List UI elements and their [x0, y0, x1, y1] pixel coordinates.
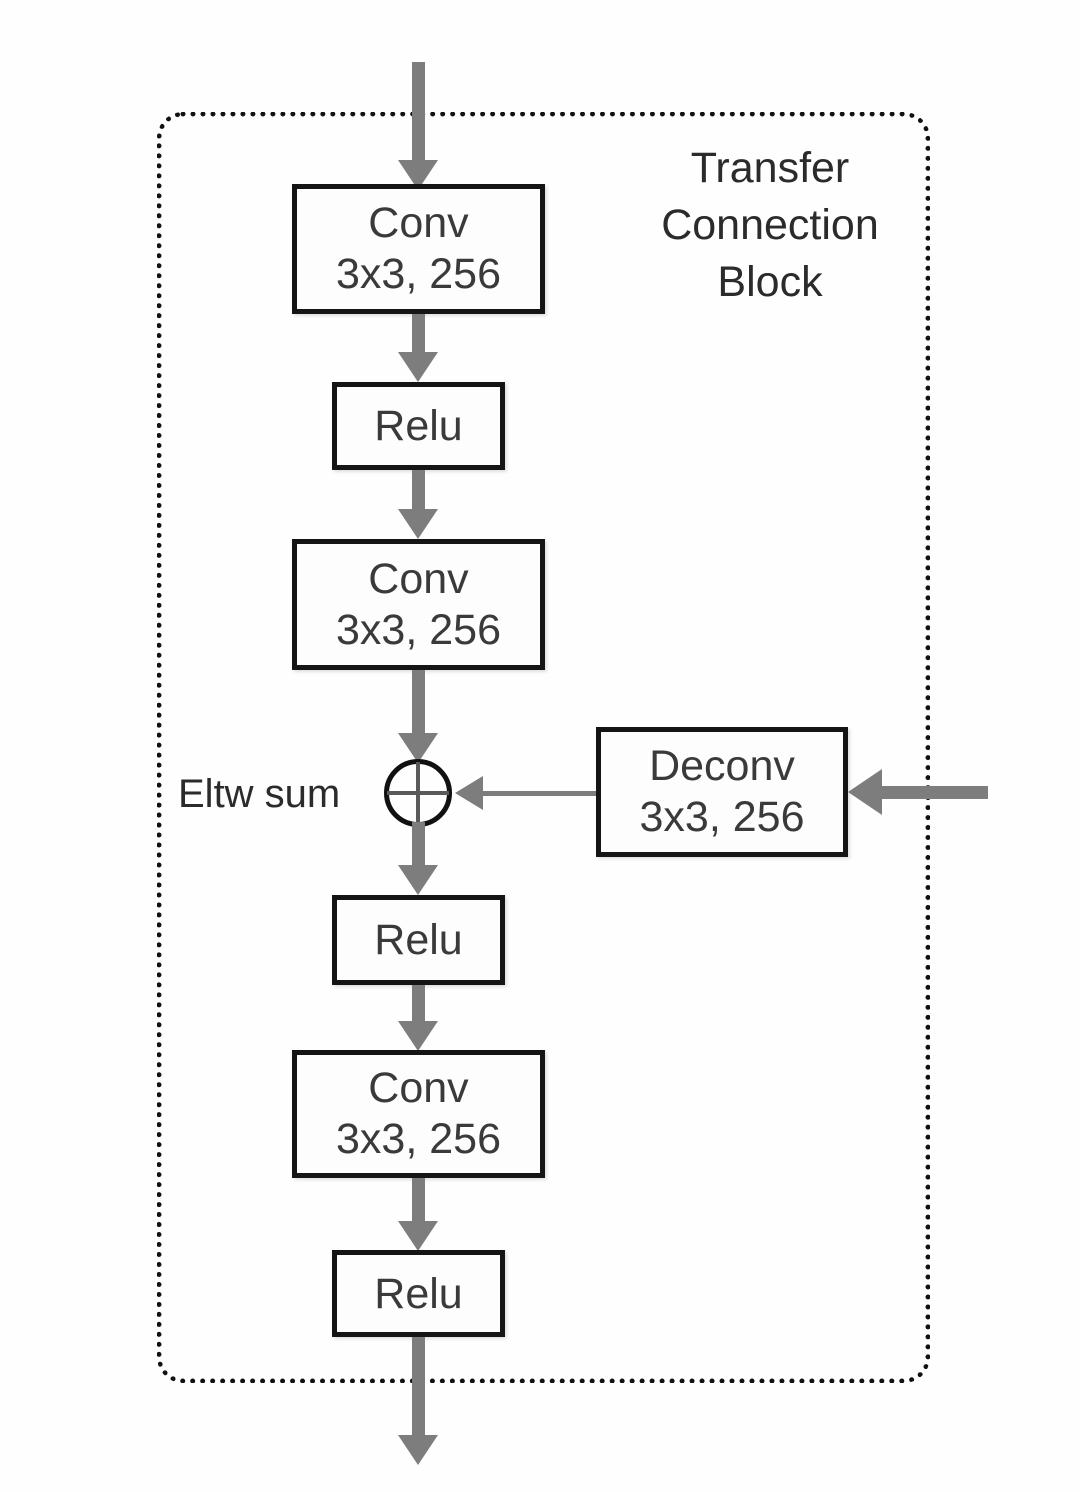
arrow-shaft: [411, 985, 425, 1023]
eltwise-sum-node[interactable]: [384, 759, 452, 827]
node-conv-2-line2: 3x3, 256: [336, 605, 501, 654]
arrow-head: [398, 1221, 438, 1251]
edge-eltwsum-to-relu2: [398, 822, 438, 895]
eltwise-sum-label: Eltw sum: [178, 772, 341, 816]
arrow-head: [398, 733, 438, 763]
node-relu-3-line1: Relu: [374, 1269, 463, 1318]
node-conv-2-line1: Conv: [368, 554, 469, 603]
arrow-shaft: [477, 790, 597, 796]
node-relu-2[interactable]: Relu: [332, 895, 505, 985]
node-deconv[interactable]: Deconv 3x3, 256: [596, 727, 848, 857]
arrow-head: [848, 769, 882, 815]
arrow-shaft: [411, 314, 425, 354]
node-conv-2[interactable]: Conv 3x3, 256: [292, 539, 545, 670]
node-conv-3-line2: 3x3, 256: [336, 1115, 501, 1163]
edge-conv1-to-relu1: [398, 314, 438, 382]
node-relu-2-line1: Relu: [374, 916, 463, 964]
arrow-head: [398, 865, 438, 895]
edge-conv3-to-relu3: [398, 1178, 438, 1251]
node-conv-3[interactable]: Conv 3x3, 256: [292, 1050, 545, 1178]
transfer-connection-block-title: Transfer Connection Block: [661, 144, 879, 306]
plus-icon-vertical: [416, 762, 420, 824]
node-relu-1[interactable]: Relu: [332, 382, 505, 470]
arrow-shaft: [411, 62, 425, 160]
arrow-head: [398, 352, 438, 382]
arrow-shaft: [411, 470, 425, 511]
arrow-shaft: [411, 822, 425, 867]
node-relu-1-line1: Relu: [374, 402, 463, 450]
transfer-connection-block-container: [157, 112, 930, 1383]
edge-relu1-to-conv2: [398, 470, 438, 539]
edge-conv2-to-eltwsum: [398, 670, 438, 765]
node-conv-1-line2: 3x3, 256: [336, 250, 501, 298]
edge-input-right-to-deconv: [848, 769, 988, 815]
node-conv-3-line1: Conv: [368, 1064, 469, 1112]
arrow-shaft: [411, 1178, 425, 1223]
arrow-shaft: [411, 1337, 425, 1437]
node-deconv-line1: Deconv: [649, 742, 795, 790]
arrow-shaft: [880, 785, 988, 799]
edge-relu2-to-conv3: [398, 985, 438, 1051]
node-relu-3[interactable]: Relu: [332, 1250, 505, 1337]
node-deconv-line2: 3x3, 256: [639, 793, 805, 841]
arrow-shaft: [411, 670, 425, 737]
arrow-head: [398, 509, 438, 539]
node-conv-1-line1: Conv: [368, 199, 469, 247]
arrow-head: [398, 1435, 438, 1465]
edge-deconv-to-eltwsum: [455, 776, 597, 810]
node-conv-1[interactable]: Conv 3x3, 256: [292, 184, 545, 314]
edge-input-to-conv1: [398, 62, 438, 190]
arrow-head: [398, 1021, 438, 1051]
edge-relu3-to-output: [398, 1337, 438, 1467]
arrow-head: [455, 776, 483, 810]
